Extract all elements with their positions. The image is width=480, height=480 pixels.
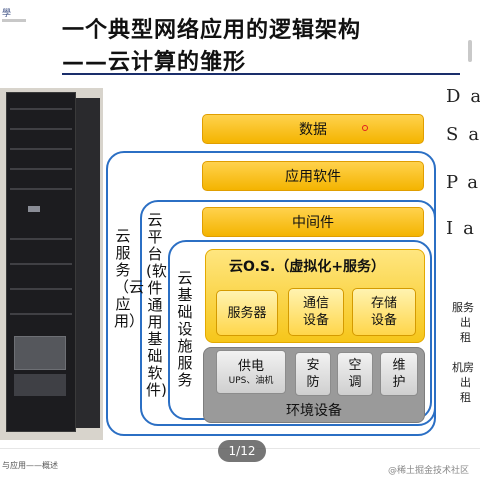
app-software-label: 应用软件: [285, 169, 341, 185]
logo-text: 學: [2, 9, 12, 19]
watermark: @稀土掘金技术社区: [388, 466, 470, 476]
title-underline: [62, 73, 460, 75]
security-box: 安防: [295, 352, 331, 396]
rack-badge: [28, 206, 40, 212]
server-box: 服务器: [216, 290, 278, 336]
power-box: 供电 UPS、油机: [216, 350, 286, 394]
edge-label-server-rental-line1: 服务: [452, 301, 474, 314]
cloud-platform-label: 云平台(软件通用基础软件): [146, 211, 167, 399]
page-title-line1: 一个典型网络应用的逻辑架构: [62, 18, 362, 43]
cloud-platform-frame: [140, 200, 436, 426]
rack-vent: [10, 263, 72, 265]
security-label: 安防: [306, 358, 320, 390]
edge-label-paas: Pa: [446, 172, 478, 193]
middleware-layer: 中间件: [202, 207, 424, 237]
maintenance-label: 维护: [392, 358, 406, 390]
power-label: 供电: [237, 358, 264, 374]
edge-label-iaas: Ia: [446, 218, 480, 239]
rack-vent: [10, 128, 72, 130]
maintenance-box: 维护: [380, 352, 418, 396]
pointer-marker: [362, 125, 368, 131]
edge-label-server-rental-line2: 出租: [460, 316, 471, 344]
rack-vent: [10, 188, 72, 190]
rack-equipment-panel: [14, 374, 66, 396]
page-title-line2: ——云计算的雏形: [62, 50, 247, 75]
logo: 學: [0, 0, 30, 24]
cloud-os-label: 云O.S.（虚拟化+服务）: [229, 259, 386, 275]
data-layer-label: 数据: [299, 122, 327, 138]
rack-vent: [10, 313, 72, 315]
air-conditioning-label: 空调: [348, 358, 362, 390]
rack-vent: [10, 288, 72, 290]
rack-vent: [10, 148, 72, 150]
server-label: 服务器: [227, 305, 267, 321]
power-sub-label: UPS、油机: [228, 375, 274, 386]
edge-label-daas: Da: [446, 86, 480, 107]
app-software-layer: 应用软件: [202, 161, 424, 191]
rack-side: [76, 98, 100, 428]
storage-device-box: 存储设备: [352, 288, 416, 336]
edge-label-room-rental: 机房 出租: [452, 360, 480, 405]
server-rack-photo: [0, 88, 103, 440]
middleware-label: 中间件: [292, 215, 334, 231]
page-indicator[interactable]: 1/12: [218, 440, 266, 462]
scrollbar-thumb[interactable]: [468, 40, 472, 62]
edge-label-saas: Sa: [446, 124, 479, 145]
data-layer: 数据: [202, 114, 424, 144]
rack-vent: [10, 108, 72, 110]
network-device-box: 通信设备: [288, 288, 344, 336]
rack-equipment-panel: [14, 336, 66, 370]
network-device-label: 通信设备: [302, 296, 329, 328]
rack-vent: [10, 238, 72, 240]
cloud-infra-label: 云基础设施服务: [177, 269, 193, 389]
edge-label-room-rental-line2: 出租: [460, 376, 471, 404]
edge-label-room-rental-line1: 机房: [452, 361, 474, 374]
storage-device-label: 存储设备: [370, 296, 397, 328]
rack-vent: [10, 168, 72, 170]
cloud-service-label: 云服务（云应用）: [114, 227, 145, 330]
air-conditioning-box: 空调: [337, 352, 373, 396]
footer-text: 与应用——概述: [2, 461, 58, 470]
logo-subline: [2, 19, 26, 22]
edge-label-server-rental: 服务 出租: [452, 300, 480, 345]
environment-label: 环境设备: [286, 403, 342, 419]
